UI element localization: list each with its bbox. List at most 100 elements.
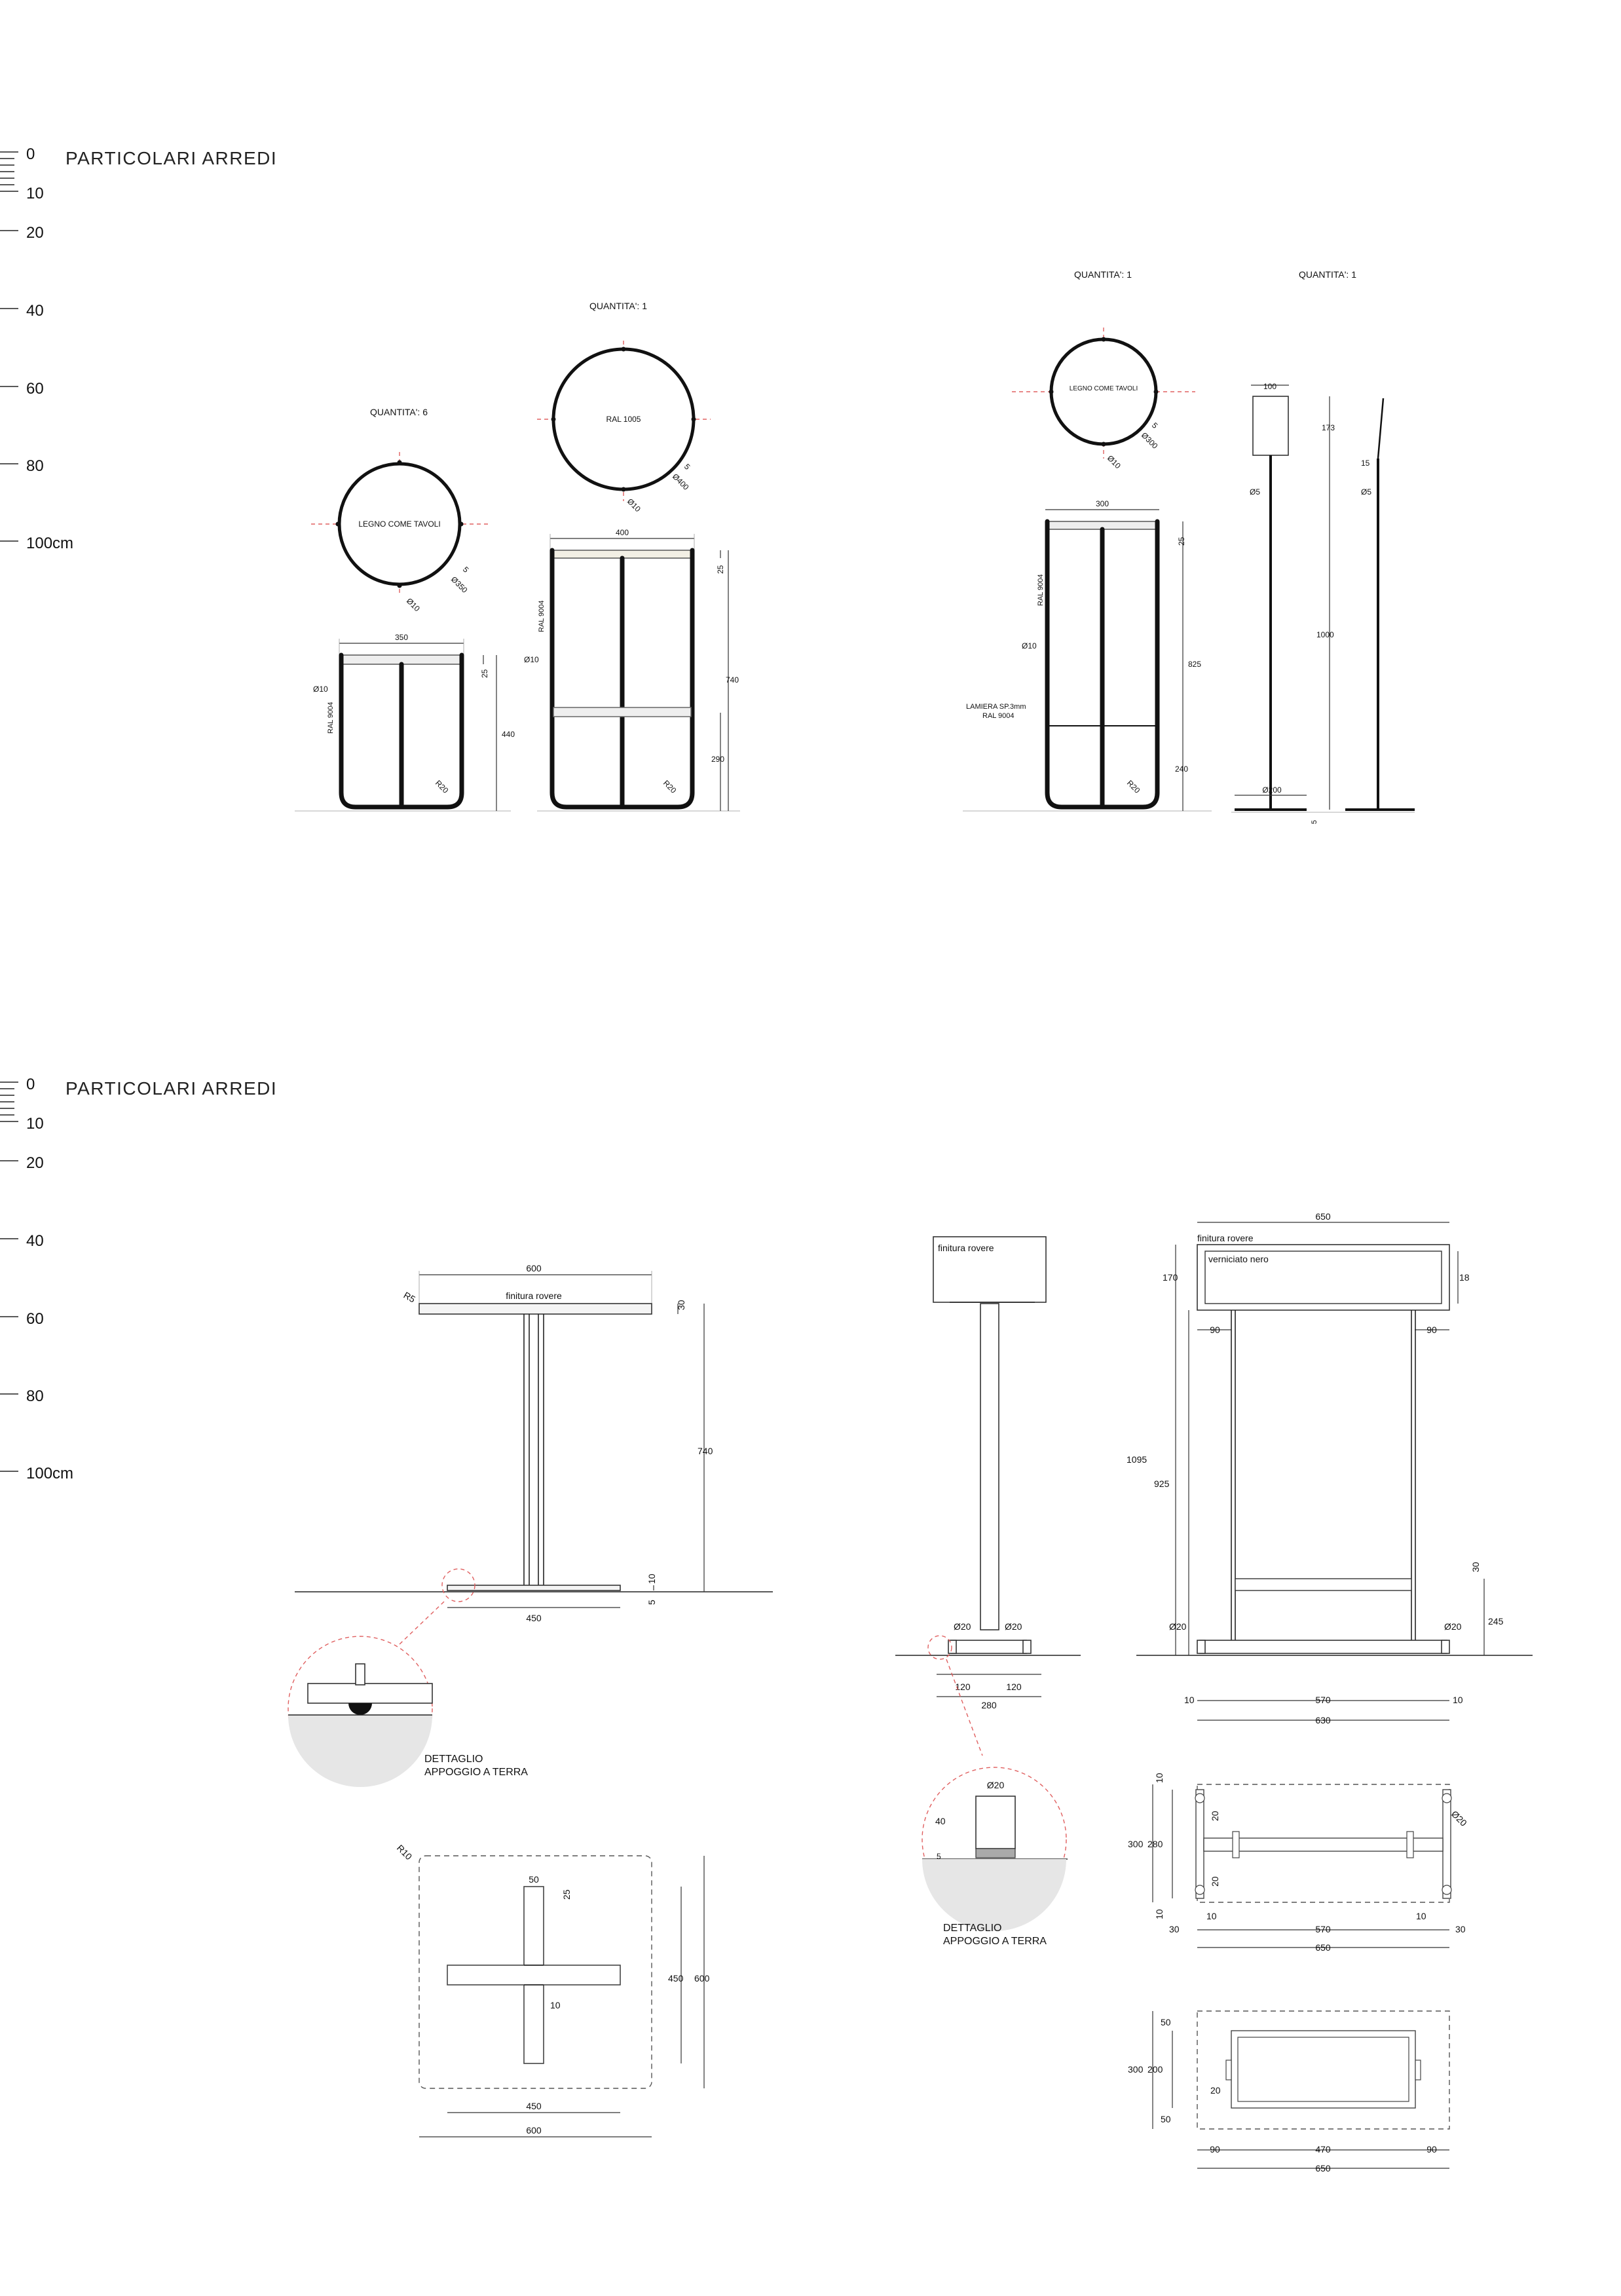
dim-text: 30	[676, 1300, 686, 1310]
detail-title: DETTAGLIO	[424, 1754, 483, 1765]
scale-label: 100cm	[26, 535, 73, 552]
plan-label: RAL 1005	[606, 415, 641, 424]
dim-text: 740	[726, 675, 739, 685]
dim-text: 570	[1315, 1695, 1331, 1705]
dim-text: 350	[395, 633, 408, 642]
finish-text: verniciato nero	[1208, 1254, 1269, 1264]
stool-drawing: QUANTITA': 6 LEGNO COME TAVOLI 5 Ø350 Ø1…	[295, 407, 515, 812]
dim-text: 10	[1154, 1909, 1165, 1919]
dim-text: 10	[1453, 1695, 1463, 1705]
dim-text: Ø10	[405, 596, 422, 613]
dim-text: 50	[1161, 2114, 1171, 2124]
scale-label: 40	[26, 302, 44, 320]
lectern-plan-drawing: 10 300 280 20 20 10 Ø20 30 10 570 10 30 …	[1128, 1773, 1469, 1953]
dim-text: 470	[1315, 2144, 1331, 2155]
dim-text: 245	[1488, 1616, 1504, 1627]
dim-text: Ø20	[1444, 1621, 1462, 1632]
dim-text: Ø20	[1005, 1621, 1022, 1632]
dim-text: RAL 9004	[538, 600, 546, 632]
sheet-1-title: PARTICOLARI ARREDI	[65, 148, 278, 168]
finish-text: finitura rovere	[938, 1243, 994, 1253]
dim-text: 90	[1210, 2144, 1220, 2155]
dim-text: 240	[1175, 764, 1188, 774]
dim-text: 925	[1154, 1478, 1170, 1489]
dim-text: 90	[1210, 1325, 1220, 1335]
dim-text: 25	[480, 669, 489, 678]
dim-text: Ø350	[449, 574, 470, 595]
scale-label: 60	[26, 1310, 44, 1328]
dim-text: 450	[526, 1613, 542, 1623]
finish-text: finitura rovere	[506, 1290, 562, 1301]
dim-text: 290	[711, 755, 724, 764]
dim-text: 170	[1163, 1272, 1178, 1283]
dim-text: 5	[1311, 820, 1318, 824]
dim-text: Ø5	[1361, 487, 1371, 497]
dim-text: 10	[1184, 1695, 1195, 1705]
quantity-label: QUANTITA': 1	[1299, 269, 1356, 280]
sheet-2-title: PARTICOLARI ARREDI	[65, 1078, 278, 1099]
dim-text: 30	[1169, 1924, 1180, 1934]
lamp-drawing: QUANTITA': 1 100 173 Ø5 1000 Ø200 5 15 Ø…	[1231, 269, 1415, 824]
dim-text: Ø10	[1106, 453, 1123, 470]
dim-text: 30	[1455, 1924, 1466, 1934]
dim-text: R10	[395, 1843, 415, 1862]
dim-text: 5	[646, 1600, 657, 1605]
scale-label: 10	[26, 1115, 44, 1133]
dim-text: 5	[461, 565, 471, 574]
scale-label: 0	[26, 145, 35, 163]
dim-text: 90	[1426, 2144, 1437, 2155]
scale-label: 20	[26, 1154, 44, 1172]
scale-label: 20	[26, 224, 44, 242]
detail-title: APPOGGIO A TERRA	[424, 1767, 528, 1778]
dim-text: 600	[526, 2125, 542, 2136]
dim-text: 740	[698, 1446, 713, 1456]
dim-text: 173	[1322, 423, 1335, 432]
plan-label: LEGNO COME TAVOLI	[1070, 385, 1138, 392]
quantity-label: QUANTITA': 6	[370, 407, 428, 417]
dim-text: 300	[1128, 1839, 1144, 1849]
scale-label: 100cm	[26, 1465, 73, 1482]
dim-text: 25	[561, 1889, 572, 1900]
dim-text: R20	[1125, 778, 1142, 795]
dim-text: 25	[1177, 536, 1186, 546]
dim-text: 10	[1416, 1911, 1426, 1921]
table-drawing: 600 finitura rovere R5 30 740 10 5 450	[288, 1263, 773, 2137]
table-plan-outline	[419, 1855, 652, 2089]
note-text: RAL 9004	[982, 712, 1015, 720]
dim-text: 10	[1206, 1911, 1217, 1921]
lectern-top-side	[933, 1236, 1047, 1303]
dim-text: 10	[1154, 1773, 1165, 1783]
lamp-shade	[1252, 396, 1289, 456]
scale-label: 80	[26, 1387, 44, 1405]
dim-text: R5	[402, 1290, 418, 1305]
scale-label: 80	[26, 457, 44, 475]
finish-text: finitura rovere	[1197, 1233, 1254, 1243]
scale-label: 60	[26, 380, 44, 398]
lectern-top-front	[1197, 1244, 1450, 1311]
dim-text: RAL 9004	[1037, 574, 1045, 606]
dim-text: Ø300	[1140, 430, 1160, 451]
dim-text: Ø20	[1169, 1621, 1187, 1632]
dim-text: 200	[1147, 2064, 1163, 2075]
dim-text: 5	[682, 462, 692, 472]
dim-text: 280	[1147, 1839, 1163, 1849]
plan-label: LEGNO COME TAVOLI	[358, 519, 440, 529]
dim-text: 18	[1459, 1272, 1470, 1283]
dim-text: 300	[1096, 499, 1109, 508]
dim-text: Ø20	[987, 1780, 1005, 1790]
dim-text: Ø20	[954, 1621, 971, 1632]
dim-text: 630	[1315, 1715, 1331, 1725]
dim-text: 1000	[1316, 630, 1334, 639]
dim-text: 300	[1128, 2064, 1144, 2075]
dim-text: 440	[502, 730, 515, 739]
dim-text: Ø20	[1449, 1809, 1469, 1828]
dim-text: Ø10	[524, 655, 539, 664]
dim-text: 100	[1263, 382, 1276, 391]
table-top	[419, 1303, 652, 1315]
quantity-label: QUANTITA': 1	[1074, 269, 1132, 280]
dim-text: 10	[646, 1573, 657, 1584]
dim-text: 5	[937, 1852, 941, 1861]
dim-text: Ø5	[1250, 487, 1260, 497]
dim-text: 450	[668, 1973, 684, 1984]
